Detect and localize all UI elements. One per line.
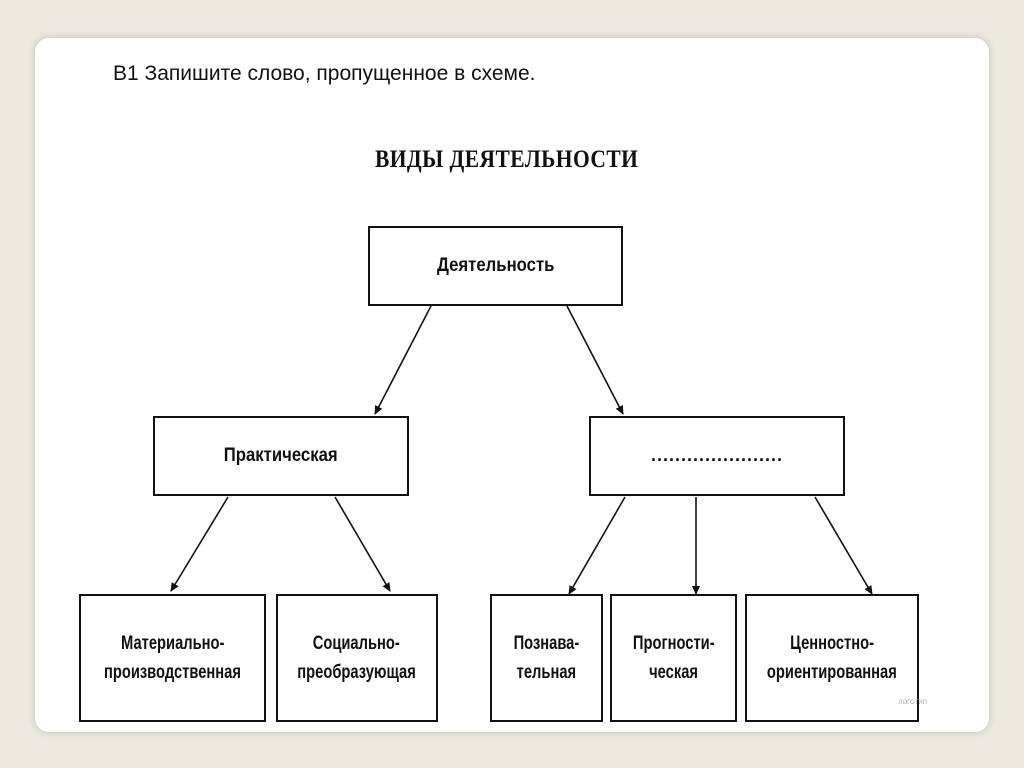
node-missing: ...................... <box>589 416 845 496</box>
arrow-missing-to-value <box>814 496 873 595</box>
node-material-production: Материально-производственная <box>79 594 266 722</box>
scheme-title: ВИДЫ ДЕЯТЕЛЬНОСТИ <box>375 146 639 173</box>
node-missing-placeholder: ...................... <box>650 445 784 466</box>
node-cognitive-line1: Познава- <box>513 632 580 654</box>
arrow-missing-to-cognitive <box>568 496 626 595</box>
node-value-line2: ориентированная <box>767 662 897 683</box>
node-root-label: Деятельность <box>436 255 555 277</box>
node-value-line1: Ценностно- <box>790 632 874 654</box>
node-practical: Практическая <box>153 416 409 496</box>
question-text: B1 Запишите слово, пропущенное в схеме. <box>113 62 536 85</box>
node-practical-label: Практическая <box>224 445 338 467</box>
node-cognitive: Познава-тельная <box>490 594 603 722</box>
node-prognostic: Прогности-ческая <box>610 594 737 722</box>
node-social-transforming: Социально-преобразующая <box>276 594 438 722</box>
node-social-line1: Социально- <box>313 632 401 654</box>
node-root: Деятельность <box>368 226 623 306</box>
watermark: ЛОГОТИП <box>898 700 927 706</box>
arrow-root-to-practical <box>374 305 432 415</box>
node-social-line2: преобразующая <box>297 662 417 683</box>
node-prognostic-line1: Прогности- <box>632 632 715 654</box>
diagram-arrows <box>170 305 873 595</box>
node-cognitive-line2: тельная <box>516 662 577 683</box>
node-value-oriented: Ценностно-ориентированная <box>745 594 919 722</box>
node-material-line1: Материально- <box>120 632 225 654</box>
node-prognostic-line2: ческая <box>649 662 698 683</box>
arrow-practical-to-material <box>170 496 229 592</box>
slide: B1 Запишите слово, пропущенное в схеме. … <box>35 38 989 732</box>
arrow-practical-to-social <box>334 496 391 592</box>
arrow-root-to-missing <box>566 305 624 415</box>
node-material-line2: производственная <box>104 662 241 683</box>
